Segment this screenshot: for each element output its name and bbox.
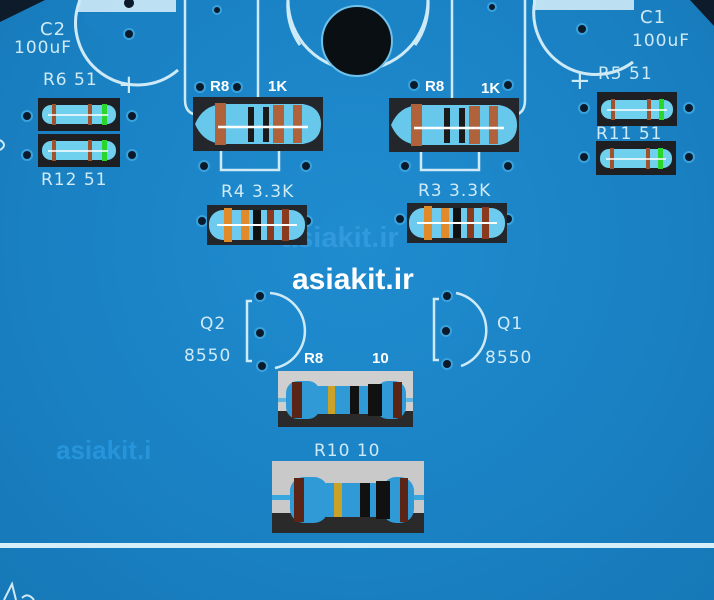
r12-label: R12 51 xyxy=(41,170,108,190)
q1-outline xyxy=(455,291,488,368)
q1-ref: Q1 xyxy=(497,314,524,334)
r10-label: R10 10 xyxy=(314,441,381,461)
resistor-r3 xyxy=(407,203,507,243)
resistor-r11 xyxy=(596,141,676,175)
resistor-r6 xyxy=(38,98,120,131)
r11-label: R11 51 xyxy=(596,124,663,144)
r8-left-value: 1K xyxy=(268,78,288,95)
resistor-r8-left xyxy=(193,97,323,151)
resistor-r4 xyxy=(207,205,307,245)
r8-center-ref: R8 xyxy=(304,350,324,367)
plus-left: + xyxy=(118,70,141,100)
c2-value: 100uF xyxy=(14,38,73,58)
q1-value: 8550 xyxy=(485,348,533,368)
resistor-r10 xyxy=(272,461,424,533)
q2-value: 8550 xyxy=(184,346,232,366)
resistor-r12 xyxy=(38,134,120,167)
watermark-faint-left: asiakit.i xyxy=(56,435,152,465)
c2-outline xyxy=(74,0,179,87)
r4-label: R4 3.3K xyxy=(221,182,295,202)
resistor-r8-center xyxy=(278,371,413,427)
r8-center-value: 10 xyxy=(372,350,389,367)
corner-shadow-left xyxy=(0,0,45,22)
corner-shadow-right xyxy=(690,0,714,26)
resistor-r5 xyxy=(597,92,677,126)
c1-ref: C1 xyxy=(640,7,667,28)
resistor-r8-right xyxy=(389,98,519,152)
q2-outline xyxy=(269,291,307,370)
c1-outline xyxy=(532,0,634,76)
c1-value: 100uF xyxy=(632,31,691,51)
board-edge-line xyxy=(0,543,714,548)
r8-right-value: 1K xyxy=(481,80,501,97)
r6-label: R6 51 xyxy=(43,70,98,90)
r5-label: R5 51 xyxy=(598,64,653,84)
r3-label: R3 3.3K xyxy=(418,181,492,201)
plus-right: + xyxy=(569,66,592,96)
r8-right-ref: R8 xyxy=(425,78,445,95)
q2-ref: Q2 xyxy=(200,314,227,334)
watermark-main: asiakit.ir xyxy=(292,263,414,296)
c2-ref: C2 xyxy=(40,19,67,40)
r8-left-ref: R8 xyxy=(210,78,230,95)
mount-hole xyxy=(321,5,393,77)
